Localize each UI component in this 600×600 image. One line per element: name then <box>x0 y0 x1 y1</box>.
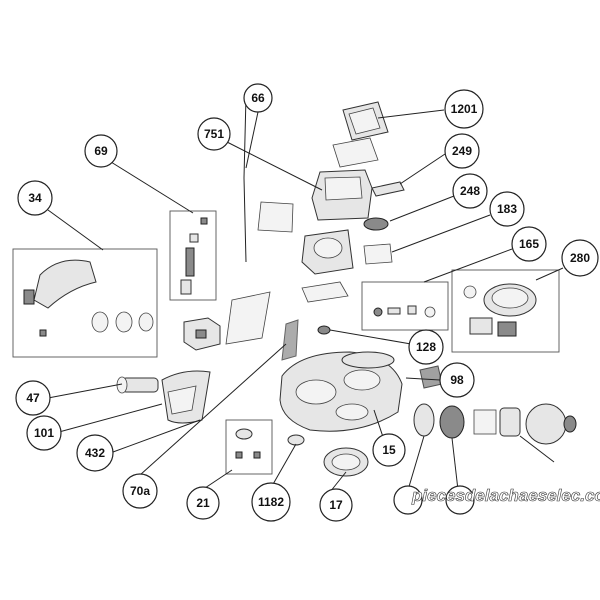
callout-751: 751 <box>197 117 231 151</box>
callout-165: 165 <box>511 226 547 262</box>
callout-128: 128 <box>408 329 444 365</box>
part-1201-filter-frame <box>342 101 389 141</box>
part-183-filter <box>363 243 393 265</box>
part-17-wheel <box>323 447 369 477</box>
callout-21: 21 <box>186 486 220 520</box>
callout-34: 34 <box>17 180 53 216</box>
svg-text:98: 98 <box>450 373 464 387</box>
svg-text:70a: 70a <box>130 484 150 498</box>
svg-text:183: 183 <box>497 202 517 216</box>
svg-text:34: 34 <box>28 191 42 205</box>
callout-101: 101 <box>26 415 62 451</box>
svg-text:165: 165 <box>519 237 539 251</box>
callout-432: 432 <box>76 434 114 472</box>
part-filter-sheet <box>257 201 294 233</box>
part-21-clips <box>235 428 261 459</box>
part-165-fixings <box>373 305 436 318</box>
callout-17: 17 <box>319 488 353 522</box>
part-69-screws <box>180 217 208 295</box>
callout-248: 248 <box>452 173 488 209</box>
part-47-hose-connector <box>116 376 159 394</box>
part-66-cord <box>243 95 247 263</box>
svg-text:101: 101 <box>34 426 54 440</box>
part-34-handle-assembly <box>23 259 154 337</box>
svg-text:47: 47 <box>26 391 40 405</box>
callout-47: 47 <box>15 380 51 416</box>
svg-text:280: 280 <box>570 251 590 265</box>
svg-text:249: 249 <box>452 144 472 158</box>
part-98-pedal <box>419 365 443 389</box>
callout-partial-left <box>393 485 423 515</box>
part-filter-cube <box>183 317 221 351</box>
callout-69: 69 <box>84 134 118 168</box>
svg-text:69: 69 <box>94 144 108 158</box>
part-15-main-body <box>279 351 403 432</box>
part-group-box-69 <box>169 210 217 301</box>
svg-text:66: 66 <box>251 91 265 105</box>
part-280-motor-assembly <box>463 283 537 337</box>
part-group-box-165 <box>361 281 449 331</box>
part-filter-pad <box>332 137 379 168</box>
callout-280: 280 <box>561 239 599 277</box>
callout-183: 183 <box>489 191 525 227</box>
svg-text:15: 15 <box>382 443 396 457</box>
callout-1201: 1201 <box>444 89 484 129</box>
part-70a-frame <box>225 291 299 361</box>
part-motor-components <box>413 403 577 445</box>
part-gasket <box>301 281 349 303</box>
part-128-screw <box>317 325 331 335</box>
svg-text:248: 248 <box>460 184 480 198</box>
leader-lines <box>47 109 564 493</box>
svg-text:1201: 1201 <box>451 102 478 116</box>
callout-66: 66 <box>243 83 273 113</box>
callout-70a: 70a <box>122 473 158 509</box>
svg-text:17: 17 <box>329 498 343 512</box>
part-751-cover <box>311 169 373 221</box>
callout-1182: 1182 <box>251 482 291 522</box>
svg-text:21: 21 <box>196 496 210 510</box>
callout-partial-right <box>445 485 475 515</box>
callout-98: 98 <box>439 362 475 398</box>
callout-249: 249 <box>444 133 480 169</box>
svg-text:128: 128 <box>416 340 436 354</box>
site-watermark: piecesdelachaeselec.com <box>411 486 600 505</box>
part-group-box-280 <box>451 269 560 353</box>
part-dust-container <box>301 229 354 275</box>
callout-15: 15 <box>372 433 406 467</box>
svg-text:1182: 1182 <box>258 495 284 509</box>
part-101-lid-panel <box>161 370 211 424</box>
part-248-button <box>363 217 389 231</box>
svg-text:432: 432 <box>85 446 105 460</box>
part-249-latch <box>371 181 405 197</box>
part-1182-wheel <box>287 434 305 446</box>
part-group-box-21 <box>225 419 273 475</box>
svg-text:751: 751 <box>204 127 224 141</box>
part-group-box-34 <box>12 248 158 358</box>
